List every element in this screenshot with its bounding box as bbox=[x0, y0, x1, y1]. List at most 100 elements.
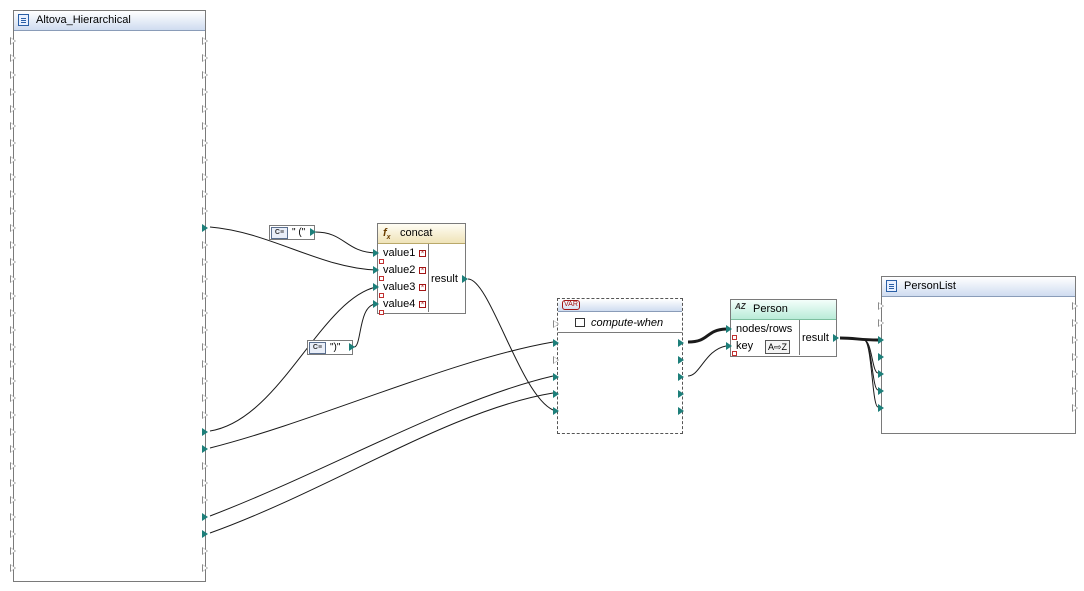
sort-key-add-icon[interactable] bbox=[732, 351, 737, 356]
source-output-pin[interactable] bbox=[202, 275, 208, 283]
source-output-pin[interactable] bbox=[202, 258, 208, 266]
source-output-pin[interactable] bbox=[202, 309, 208, 317]
target-output-pin[interactable] bbox=[1072, 387, 1078, 395]
sort-header[interactable]: AZ Person bbox=[731, 300, 836, 320]
target-input-pin[interactable] bbox=[878, 387, 884, 395]
source-input-pin[interactable] bbox=[10, 445, 16, 453]
source-input-pin[interactable] bbox=[10, 360, 16, 368]
source-output-pin[interactable] bbox=[202, 343, 208, 351]
sort-key-pin[interactable] bbox=[726, 342, 732, 350]
variable-input-pin[interactable] bbox=[553, 407, 559, 415]
source-output-pin[interactable] bbox=[202, 513, 208, 521]
source-output-pin[interactable] bbox=[202, 88, 208, 96]
variable-input-pin[interactable] bbox=[553, 390, 559, 398]
sort-nodes-rows-pin[interactable] bbox=[726, 325, 732, 333]
source-output-pin[interactable] bbox=[202, 105, 208, 113]
constant-close-paren[interactable]: C≡ ")" bbox=[307, 340, 353, 355]
concat-output-pin[interactable] bbox=[462, 275, 468, 283]
remove-parameter-icon[interactable]: × bbox=[419, 267, 426, 274]
variable-header[interactable]: VAR bbox=[558, 299, 682, 312]
source-output-pin[interactable] bbox=[202, 326, 208, 334]
source-output-pin[interactable] bbox=[202, 360, 208, 368]
source-output-pin[interactable] bbox=[202, 292, 208, 300]
variable-input-pin[interactable] bbox=[553, 373, 559, 381]
source-input-pin[interactable] bbox=[10, 207, 16, 215]
variable-output-pin[interactable] bbox=[678, 339, 684, 347]
source-output-pin[interactable] bbox=[202, 428, 208, 436]
source-input-pin[interactable] bbox=[10, 343, 16, 351]
target-component-header[interactable]: PersonList bbox=[882, 277, 1075, 297]
concat-function[interactable]: fx concat value1 value2 value3 value4 × … bbox=[377, 223, 466, 315]
source-input-pin[interactable] bbox=[10, 428, 16, 436]
add-parameter-icon[interactable] bbox=[379, 259, 384, 264]
sort-component[interactable]: AZ Person nodes/rows key A⇨Z result bbox=[730, 299, 837, 357]
source-component-header[interactable]: Altova_Hierarchical bbox=[14, 11, 205, 31]
source-output-pin[interactable] bbox=[202, 156, 208, 164]
variable-input-pin[interactable] bbox=[553, 356, 559, 364]
add-parameter-icon[interactable] bbox=[379, 310, 384, 315]
variable-output-pin[interactable] bbox=[678, 356, 684, 364]
source-input-pin[interactable] bbox=[10, 462, 16, 470]
source-input-pin[interactable] bbox=[10, 224, 16, 232]
source-input-pin[interactable] bbox=[10, 54, 16, 62]
sort-order-button[interactable]: A⇨Z bbox=[765, 340, 791, 354]
source-output-pin[interactable] bbox=[202, 411, 208, 419]
target-output-pin[interactable] bbox=[1072, 353, 1078, 361]
source-input-pin[interactable] bbox=[10, 377, 16, 385]
source-output-pin[interactable] bbox=[202, 224, 208, 232]
remove-parameter-icon[interactable]: × bbox=[419, 250, 426, 257]
source-input-pin[interactable] bbox=[10, 241, 16, 249]
target-input-pin[interactable] bbox=[878, 370, 884, 378]
sort-key-add-icon[interactable] bbox=[732, 335, 737, 340]
concat-header[interactable]: fx concat bbox=[378, 224, 465, 244]
source-output-pin[interactable] bbox=[202, 37, 208, 45]
variable-output-pin[interactable] bbox=[678, 390, 684, 398]
add-parameter-icon[interactable] bbox=[379, 293, 384, 298]
source-output-pin[interactable] bbox=[202, 71, 208, 79]
source-output-pin[interactable] bbox=[202, 190, 208, 198]
target-component-personlist[interactable]: PersonList bbox=[881, 276, 1076, 434]
source-input-pin[interactable] bbox=[10, 564, 16, 572]
source-input-pin[interactable] bbox=[10, 479, 16, 487]
source-input-pin[interactable] bbox=[10, 530, 16, 538]
concat-input-pin-2[interactable] bbox=[373, 266, 379, 274]
source-input-pin[interactable] bbox=[10, 190, 16, 198]
source-input-pin[interactable] bbox=[10, 139, 16, 147]
target-output-pin[interactable] bbox=[1072, 336, 1078, 344]
source-input-pin[interactable] bbox=[10, 513, 16, 521]
source-input-pin[interactable] bbox=[10, 105, 16, 113]
source-input-pin[interactable] bbox=[10, 394, 16, 402]
target-input-pin[interactable] bbox=[878, 336, 884, 344]
target-input-pin[interactable] bbox=[878, 404, 884, 412]
source-input-pin[interactable] bbox=[10, 292, 16, 300]
target-output-pin[interactable] bbox=[1072, 302, 1078, 310]
concat-input-pin-1[interactable] bbox=[373, 249, 379, 257]
source-output-pin[interactable] bbox=[202, 564, 208, 572]
source-input-pin[interactable] bbox=[10, 88, 16, 96]
source-output-pin[interactable] bbox=[202, 207, 208, 215]
source-input-pin[interactable] bbox=[10, 122, 16, 130]
source-output-pin[interactable] bbox=[202, 479, 208, 487]
source-output-pin[interactable] bbox=[202, 530, 208, 538]
source-input-pin[interactable] bbox=[10, 309, 16, 317]
variable-output-pin[interactable] bbox=[678, 407, 684, 415]
source-output-pin[interactable] bbox=[202, 496, 208, 504]
target-input-pin[interactable] bbox=[878, 302, 884, 310]
target-output-pin[interactable] bbox=[1072, 319, 1078, 327]
source-component-altova-hierarchical[interactable]: Altova_Hierarchical bbox=[13, 10, 206, 582]
target-input-pin[interactable] bbox=[878, 319, 884, 327]
source-input-pin[interactable] bbox=[10, 156, 16, 164]
source-input-pin[interactable] bbox=[10, 173, 16, 181]
target-output-pin[interactable] bbox=[1072, 404, 1078, 412]
source-output-pin[interactable] bbox=[202, 122, 208, 130]
source-input-pin[interactable] bbox=[10, 411, 16, 419]
concat-input-pin-4[interactable] bbox=[373, 300, 379, 308]
source-input-pin[interactable] bbox=[10, 258, 16, 266]
source-output-pin[interactable] bbox=[202, 394, 208, 402]
sort-output-pin[interactable] bbox=[833, 334, 839, 342]
source-input-pin[interactable] bbox=[10, 275, 16, 283]
source-output-pin[interactable] bbox=[202, 462, 208, 470]
concat-input-pin-3[interactable] bbox=[373, 283, 379, 291]
constant-open-output-pin[interactable] bbox=[310, 228, 316, 236]
remove-parameter-icon[interactable]: × bbox=[419, 284, 426, 291]
